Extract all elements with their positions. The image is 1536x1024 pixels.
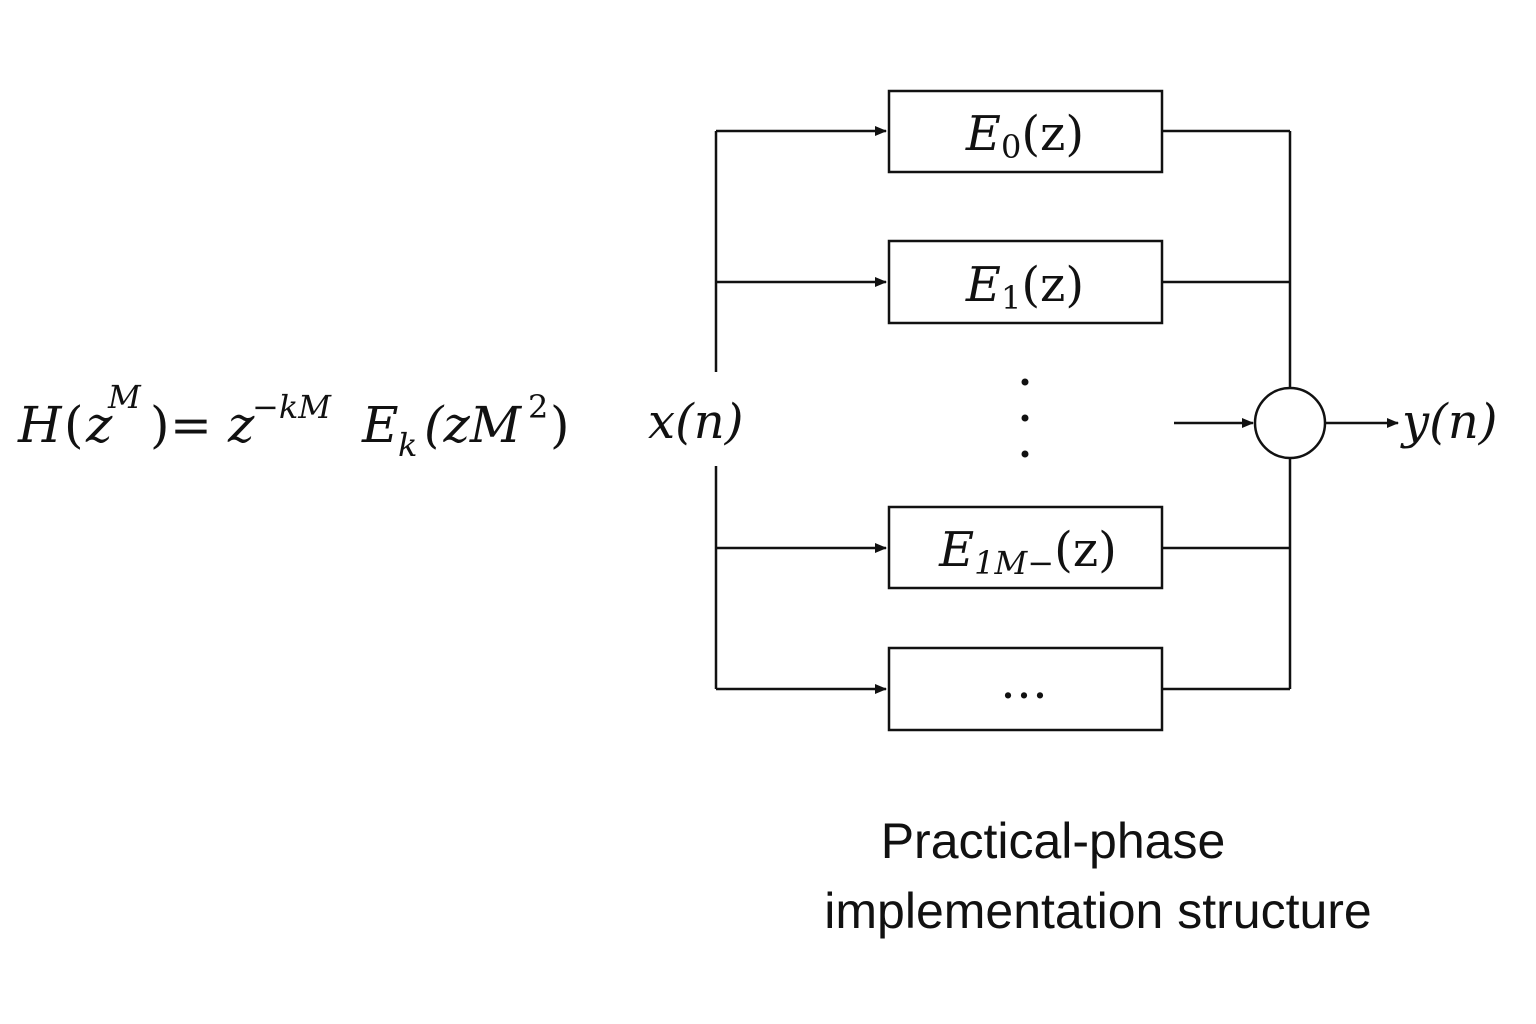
eq-close-paren: ) — [150, 396, 170, 454]
eq-superscript-2: 2 — [528, 388, 548, 426]
vertical-dots — [1021, 378, 1029, 458]
filter-label-2: E1M−(z) — [938, 522, 1117, 582]
eq-E: E — [361, 396, 399, 454]
output-label: y(n) — [1400, 394, 1497, 450]
transfer-function-equation: H ( z M ) = z −kM E k (zM 2 ) — [17, 378, 570, 464]
caption-line-2: implementation structure — [824, 883, 1371, 939]
eq-open-paren: ( — [64, 396, 84, 454]
eq-argument: (zM — [424, 396, 523, 454]
eq-z-delay: z — [227, 396, 255, 454]
eq-subscript-k: k — [398, 426, 417, 464]
filter-label-3-ellipsis: … — [1000, 654, 1048, 710]
caption-line-1: Practical-phase — [881, 813, 1226, 869]
eq-z: z — [85, 396, 113, 454]
filter-label-0: E0(z) — [965, 106, 1084, 166]
eq-H: H — [17, 396, 63, 454]
input-label: x(n) — [648, 394, 743, 450]
eq-equals: = — [170, 396, 212, 454]
eq-superscript-kM: −kM — [252, 388, 332, 426]
summing-junction — [1253, 386, 1327, 460]
filter-box-1 — [887, 239, 1164, 325]
filter-label-1: E1(z) — [965, 257, 1084, 317]
eq-superscript-M: M — [107, 378, 142, 416]
filter-box-2 — [887, 505, 1164, 590]
filter-box-3 — [887, 646, 1164, 732]
eq-close-paren-2: ) — [550, 396, 570, 454]
